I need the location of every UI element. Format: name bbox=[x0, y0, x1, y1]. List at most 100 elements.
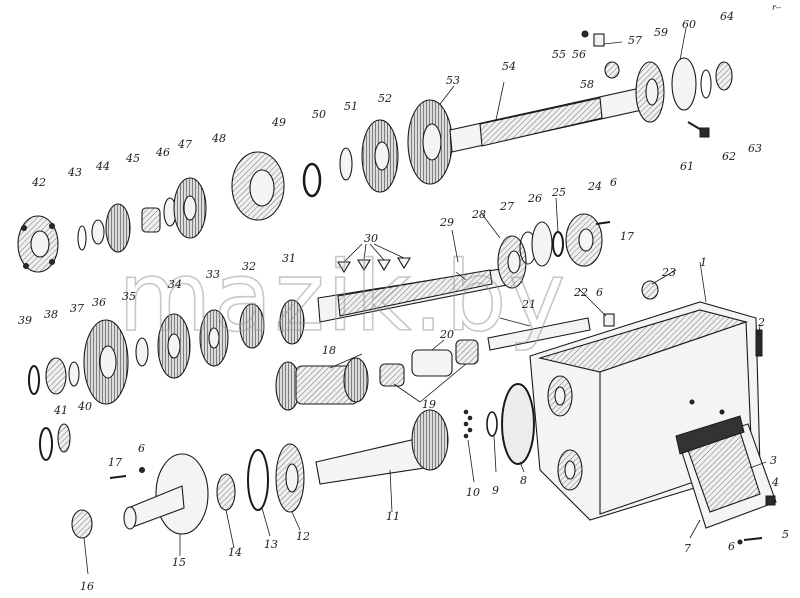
part-57-pin bbox=[603, 41, 623, 45]
label-6-d: 6 bbox=[728, 540, 735, 553]
idler-group bbox=[275, 280, 659, 411]
part-21-idler-shaft bbox=[487, 317, 591, 351]
leader-lines bbox=[83, 27, 767, 575]
label-14: 14 bbox=[228, 546, 242, 559]
label-9: 9 bbox=[492, 484, 499, 497]
label-54: 54 bbox=[502, 60, 516, 73]
label-60: 60 bbox=[682, 18, 696, 31]
label-57: 57 bbox=[628, 34, 642, 47]
label-63: 63 bbox=[748, 142, 762, 155]
part-45-gear bbox=[105, 203, 131, 253]
middle-shaft-group bbox=[28, 213, 603, 461]
label-20: 20 bbox=[439, 328, 454, 341]
part-19-bearing-b bbox=[455, 339, 479, 365]
part-35-ring bbox=[135, 337, 149, 367]
label-38: 38 bbox=[44, 308, 58, 321]
part-43-snap-ring bbox=[77, 225, 87, 251]
label-35: 35 bbox=[122, 290, 136, 303]
part-40-seal bbox=[57, 423, 71, 453]
part-10-rollers bbox=[463, 409, 473, 439]
label-1: 1 bbox=[700, 256, 707, 269]
part-17-bolt bbox=[109, 475, 127, 479]
watermark-text: mazik.by bbox=[118, 241, 567, 353]
part-39-ring bbox=[28, 365, 40, 395]
label-6-b: 6 bbox=[596, 286, 603, 299]
label-15: 15 bbox=[172, 556, 186, 569]
label-30: 30 bbox=[364, 232, 378, 245]
part-14-nut bbox=[216, 473, 236, 511]
part-32-gear bbox=[239, 303, 265, 349]
label-19: 19 bbox=[422, 398, 436, 411]
input-shaft-group bbox=[71, 383, 535, 539]
part-49-bearing-cover bbox=[231, 151, 285, 221]
label-10: 10 bbox=[466, 486, 480, 499]
part-64-nut bbox=[715, 61, 733, 91]
label-31: 31 bbox=[282, 252, 296, 265]
part-19-bearing-a bbox=[379, 363, 405, 387]
part-6-washer-b bbox=[737, 539, 743, 545]
part-41-ring bbox=[39, 427, 53, 461]
label-46: 46 bbox=[155, 146, 170, 159]
part-5-bolt bbox=[743, 537, 763, 541]
label-58: 58 bbox=[580, 78, 594, 91]
part-6-washer bbox=[139, 467, 145, 473]
label-49: 49 bbox=[271, 116, 286, 129]
part-56-plate bbox=[593, 33, 605, 47]
top-shaft-group bbox=[17, 30, 733, 273]
label-39: 39 bbox=[18, 314, 32, 327]
part-55-bolt bbox=[581, 30, 589, 38]
part-23-plug bbox=[641, 280, 659, 300]
part-50-seal-ring bbox=[302, 162, 322, 198]
part-2-bolt bbox=[755, 329, 763, 357]
label-47: 47 bbox=[177, 138, 192, 151]
label-13: 13 bbox=[264, 538, 278, 551]
part-38-bearing bbox=[45, 357, 67, 395]
label-33: 33 bbox=[206, 268, 220, 281]
label-52: 52 bbox=[378, 92, 392, 105]
label-25: 25 bbox=[551, 186, 566, 199]
label-36: 36 bbox=[92, 296, 106, 309]
part-13-ring bbox=[247, 449, 269, 511]
part-31-gear bbox=[279, 299, 305, 345]
part-30-keys bbox=[337, 243, 411, 274]
label-23: 23 bbox=[661, 266, 676, 279]
part-44-washer bbox=[91, 219, 105, 245]
label-7: 7 bbox=[684, 542, 691, 555]
part-8-gasket bbox=[501, 383, 535, 465]
label-44: 44 bbox=[95, 160, 110, 173]
part-16-bushing bbox=[71, 509, 93, 539]
label-18: 18 bbox=[322, 344, 336, 357]
label-45: 45 bbox=[125, 152, 140, 165]
part-62-ring bbox=[700, 69, 712, 99]
part-15-flange-sleeve bbox=[123, 453, 209, 535]
label-17-a: 17 bbox=[620, 230, 634, 243]
label-21: 21 bbox=[521, 298, 536, 311]
label-42: 42 bbox=[31, 176, 46, 189]
label-11: 11 bbox=[386, 510, 400, 523]
label-6-c: 6 bbox=[138, 442, 145, 455]
part-60-cover bbox=[671, 57, 697, 111]
label-27: 27 bbox=[499, 200, 514, 213]
part-51-washer bbox=[339, 147, 353, 181]
part-7-gasket bbox=[675, 415, 745, 455]
label-56: 56 bbox=[572, 48, 586, 61]
label-12: 12 bbox=[296, 530, 310, 543]
label-59: 59 bbox=[654, 26, 668, 39]
label-28: 28 bbox=[471, 208, 486, 221]
label-17-b: 17 bbox=[108, 456, 122, 469]
part-9-ring bbox=[486, 411, 498, 437]
label-40: 40 bbox=[77, 400, 92, 413]
label-32: 32 bbox=[242, 260, 256, 273]
label-34: 34 bbox=[168, 278, 182, 291]
label-53: 53 bbox=[446, 74, 460, 87]
part-4-nut bbox=[765, 495, 776, 506]
label-6-a: 6 bbox=[610, 176, 617, 189]
part-22-lock-plate bbox=[603, 313, 615, 327]
label-64: 64 bbox=[720, 10, 734, 23]
label-55: 55 bbox=[552, 48, 566, 61]
part-42-cover bbox=[17, 215, 59, 273]
label-3: 3 bbox=[770, 454, 777, 467]
label-48: 48 bbox=[211, 132, 226, 145]
label-4: 4 bbox=[771, 476, 779, 489]
